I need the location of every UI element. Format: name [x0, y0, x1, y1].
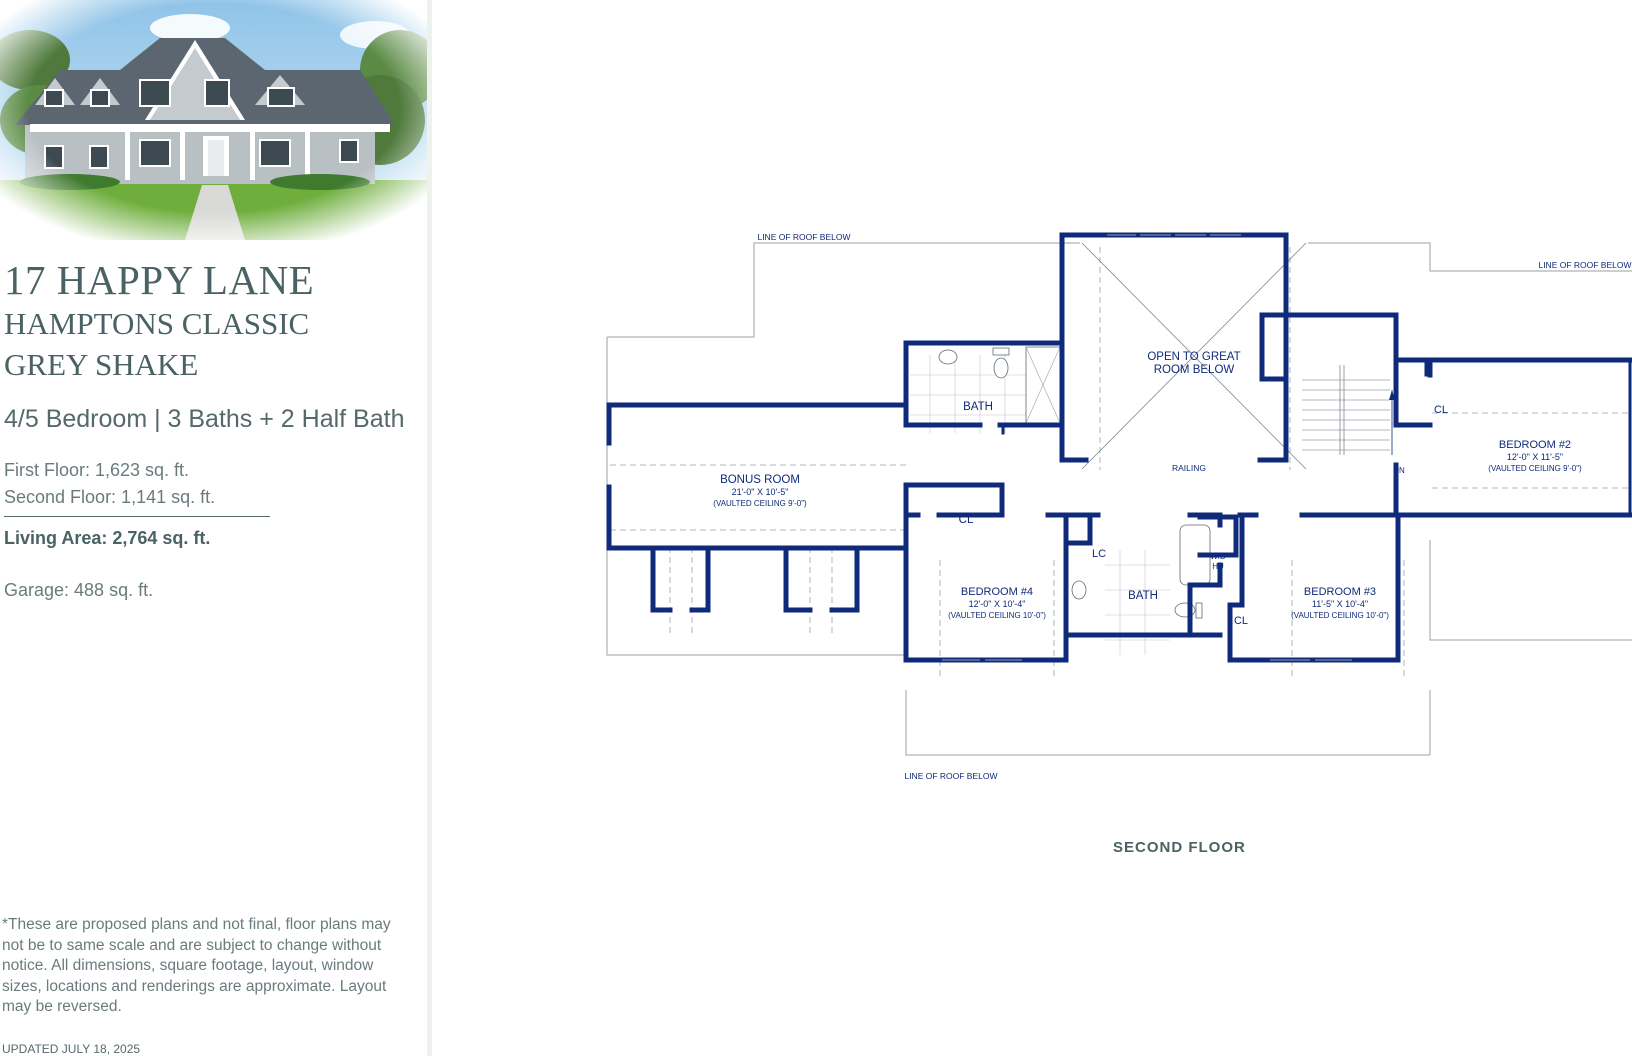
- label-bedroom-4: BEDROOM #4: [961, 586, 1033, 598]
- floor-plan-drawing: LINE OF ROOF BELOW LINE OF ROOF BELOW LI…: [606, 232, 1632, 781]
- living-area: Living Area: 2,764 sq. ft.: [4, 528, 211, 548]
- second-floor-area: Second Floor: 1,141 sq. ft.: [4, 487, 216, 507]
- label-bath-top: BATH: [963, 401, 993, 413]
- house-rendering: [0, 0, 428, 240]
- model-name-line2: GREY SHAKE: [4, 347, 199, 382]
- label-bedroom-2: BEDROOM #2: [1499, 439, 1571, 451]
- roof-outline-top: [607, 242, 1080, 338]
- label-bedroom-2-ceiling: (VAULTED CEILING 9'-0"): [1488, 464, 1582, 473]
- label-cl-mid: CL: [1234, 615, 1248, 627]
- second-floor-plan: LINE OF ROOF BELOW LINE OF ROOF BELOW LI…: [600, 225, 1632, 785]
- garage-area: Garage: 488 sq. ft.: [4, 580, 154, 600]
- label-bedroom-3-dim: 11'-5" X 10'-4": [1312, 599, 1368, 609]
- label-bedroom-2-dim: 12'-0" X 11'-5": [1507, 452, 1563, 462]
- area-divider: [4, 516, 270, 517]
- label-roof-right: LINE OF ROOF BELOW: [1538, 260, 1631, 270]
- label-bonus-dim: 21'-0" X 10'-5": [732, 487, 789, 497]
- label-lc: LC: [1092, 548, 1106, 560]
- label-railing: RAILING: [1172, 463, 1206, 473]
- label-open-great-1: OPEN TO GREAT: [1147, 351, 1240, 363]
- disclaimer-text: *These are proposed plans and not final,…: [2, 916, 391, 1015]
- roof-outline-top-right: [1308, 242, 1632, 272]
- label-dn: DN: [1393, 466, 1405, 475]
- model-name-line1: HAMPTONS CLASSIC: [4, 306, 310, 341]
- label-bedroom-3-ceiling: (VAULTED CEILING 10'-0"): [1291, 611, 1389, 620]
- label-bath-mid: BATH: [1128, 590, 1158, 602]
- info-sidebar: 17 HAPPY LANE HAMPTONS CLASSIC GREY SHAK…: [0, 0, 428, 1056]
- updated-date: UPDATED JULY 18, 2025: [2, 1042, 141, 1056]
- label-bedroom-4-dim: 12'-0" X 10'-4": [969, 599, 1026, 609]
- property-address: 17 HAPPY LANE: [4, 257, 315, 303]
- bedrooms-baths: 4/5 Bedroom | 3 Baths + 2 Half Bath: [4, 405, 405, 433]
- label-roof-top: LINE OF ROOF BELOW: [757, 232, 850, 242]
- floor-title: SECOND FLOOR: [1113, 839, 1246, 856]
- label-bedroom-3: BEDROOM #3: [1304, 586, 1376, 598]
- label-bonus-ceiling: (VAULTED CEILING 9'-0"): [713, 499, 807, 508]
- house-rendering-image: [0, 0, 428, 240]
- first-floor-area: First Floor: 1,623 sq. ft.: [4, 460, 190, 480]
- label-roof-bottom: LINE OF ROOF BELOW: [904, 771, 997, 781]
- label-bedroom-4-ceiling: (VAULTED CEILING 10'-0"): [948, 611, 1046, 620]
- label-hu: HU: [1212, 562, 1224, 571]
- label-cl-bonus: CL: [959, 514, 974, 526]
- label-open-great-2: ROOM BELOW: [1154, 364, 1235, 376]
- label-cl-bed2: CL: [1434, 404, 1448, 416]
- label-wd: W/D: [1210, 552, 1226, 561]
- roof-outline-right: [1429, 540, 1632, 641]
- roof-outline-bottom: [905, 690, 1430, 756]
- label-bonus-room: BONUS ROOM: [720, 474, 800, 486]
- sidebar-divider: [427, 0, 432, 1056]
